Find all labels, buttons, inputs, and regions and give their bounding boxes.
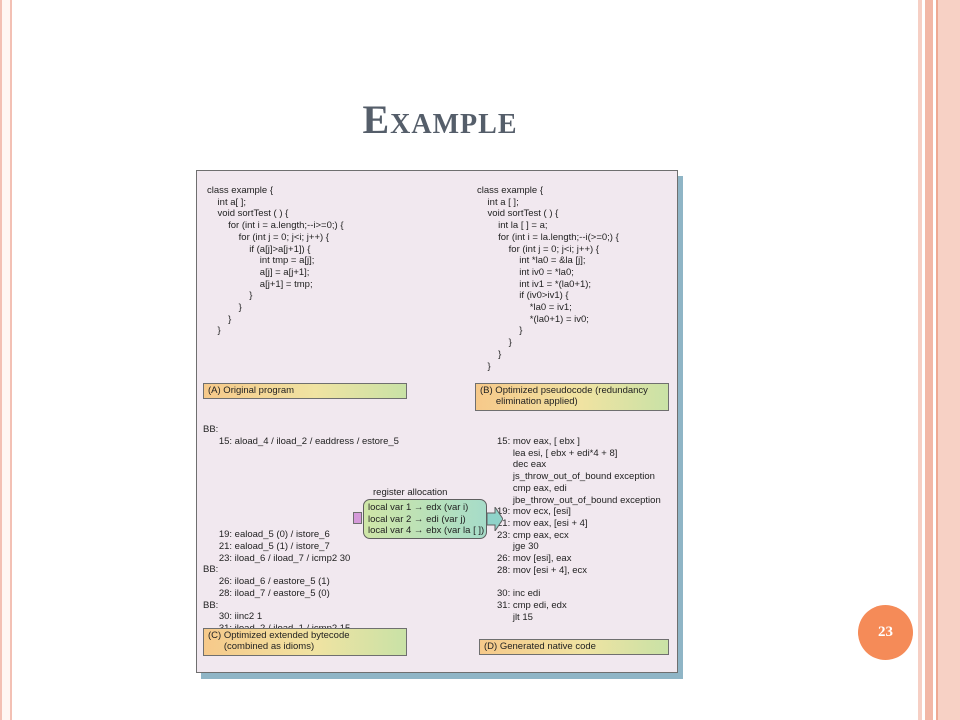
right-border-stripe: [918, 0, 922, 720]
caption-native-code: (D) Generated native code: [479, 639, 669, 655]
caption-extended-bytecode: (C) Optimized extended bytecode (combine…: [203, 628, 407, 656]
register-allocation-title: register allocation: [373, 487, 448, 498]
register-allocation-box: local var 1 → edx (var i) local var 2 → …: [363, 499, 487, 539]
register-allocation-line: local var 2 → edi (var j): [368, 513, 466, 525]
optimized-pseudocode: class example { int a [ ]; void sortTest…: [477, 185, 619, 372]
register-allocation-line: local var 4 → ebx (var la [ ]): [368, 525, 485, 536]
arrow-right-icon: [487, 507, 503, 531]
page-number-badge: 23: [858, 605, 913, 660]
left-border-decoration: [0, 0, 12, 720]
native-code: 15: mov eax, [ ebx ] lea esi, [ ebx + ed…: [497, 436, 661, 623]
arrow-tail-icon: [353, 512, 362, 524]
right-border-stripe: [925, 0, 933, 720]
caption-optimized-pseudocode: (B) Optimized pseudocode (redundancy eli…: [475, 383, 669, 411]
slide-title: Example: [362, 97, 518, 142]
caption-original-program: (A) Original program: [203, 383, 407, 399]
compiler-figure: class example { int a[ ]; void sortTest …: [196, 170, 678, 673]
register-allocation-line: local var 1 → edx (var i): [368, 502, 469, 513]
original-program-code: class example { int a[ ]; void sortTest …: [207, 185, 344, 337]
right-border-stripe: [936, 0, 960, 720]
